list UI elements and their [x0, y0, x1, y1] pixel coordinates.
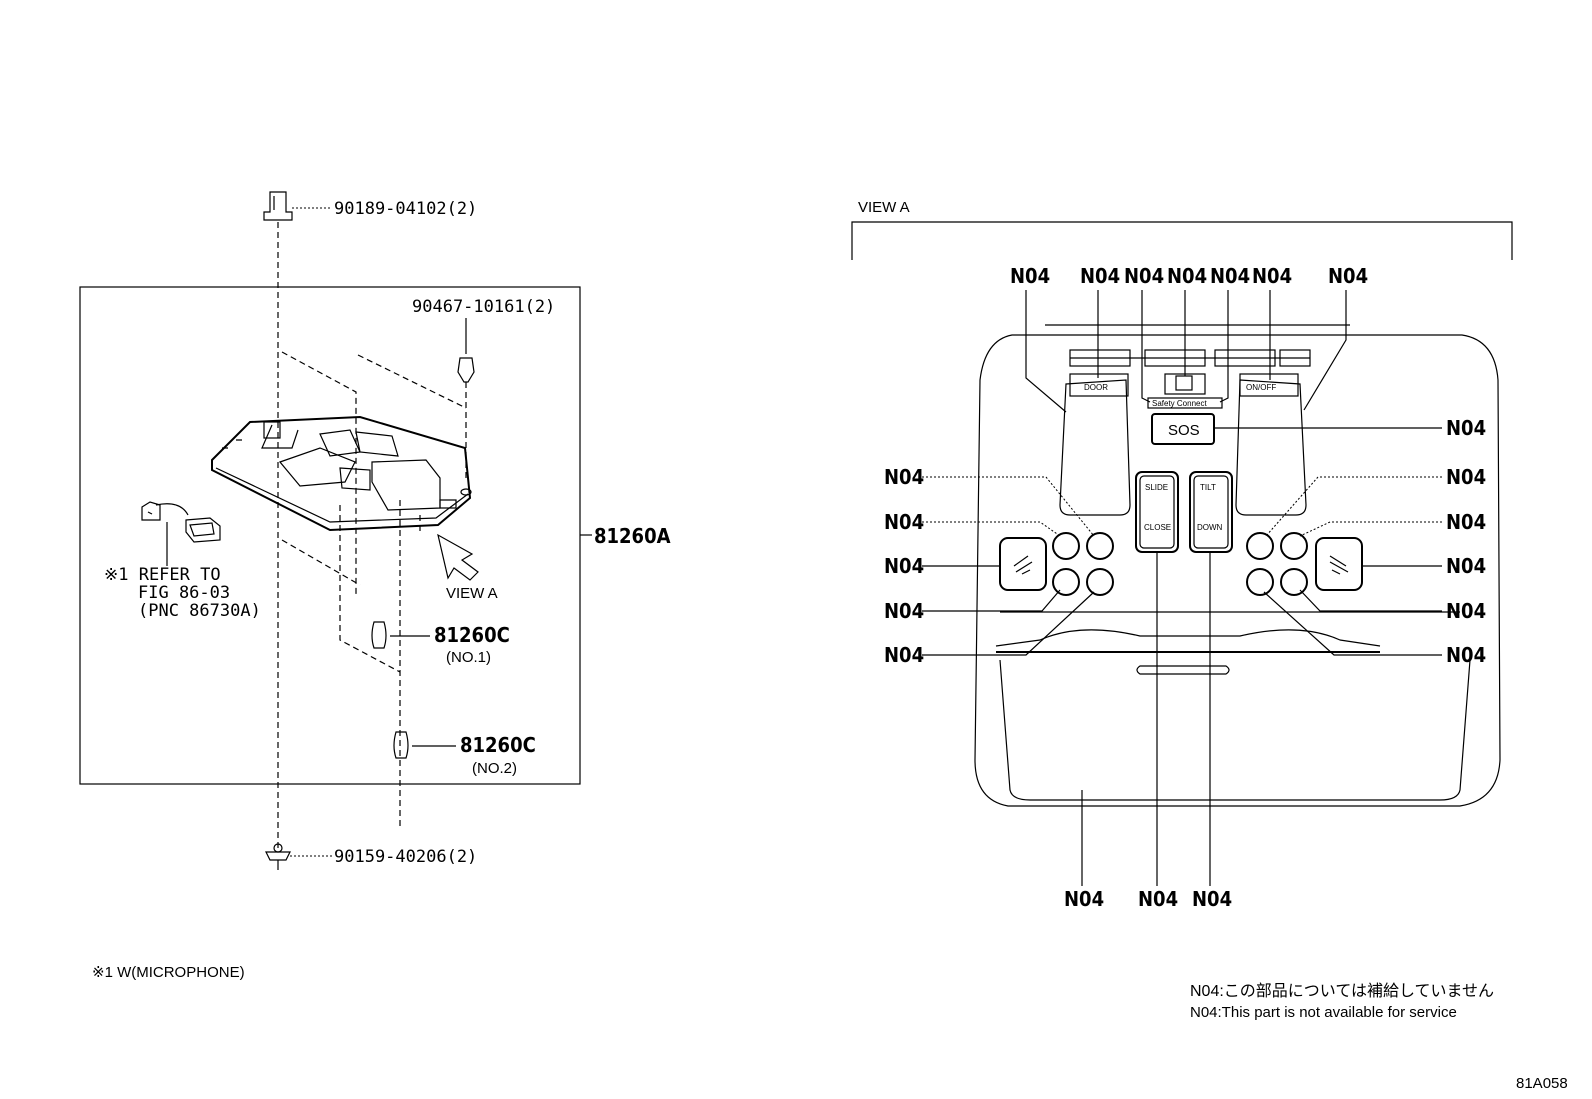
- n04-left-1: N04: [884, 465, 924, 489]
- round-button[interactable]: [1086, 532, 1114, 560]
- sunglass-holder: [999, 659, 1471, 801]
- onoff-switch-label: ON/OFF: [1246, 383, 1276, 392]
- round-button[interactable]: [1246, 568, 1274, 596]
- right-spot-switch[interactable]: [1315, 537, 1363, 591]
- label-no2: (NO.2): [472, 760, 517, 777]
- n04-top-7: N04: [1328, 264, 1368, 288]
- n04-right-3: N04: [1446, 554, 1486, 578]
- exploded-view: 81260A 90189-04102(2) 90467-10161(2): [79, 191, 671, 870]
- left-spot-switch[interactable]: [999, 537, 1047, 591]
- n04-left-3: N04: [884, 554, 924, 578]
- label-90467-10161: 90467-10161(2): [412, 297, 555, 317]
- console-housing: [211, 415, 472, 532]
- view-a-title: VIEW A: [858, 199, 910, 216]
- n04-right-0: N04: [1446, 416, 1486, 440]
- tilt-switch[interactable]: [1189, 471, 1233, 553]
- view-a-bracket: [851, 221, 1513, 260]
- round-button[interactable]: [1052, 568, 1080, 596]
- round-button[interactable]: [1280, 568, 1308, 596]
- legend-en: N04:This part is not available for servi…: [1190, 1004, 1457, 1021]
- round-button[interactable]: [1052, 532, 1080, 560]
- n04-top-6: N04: [1252, 264, 1292, 288]
- n04-right-5: N04: [1446, 643, 1486, 667]
- figure-id: 81A058: [1516, 1075, 1568, 1092]
- console-front-view: DOOR ON/OFF Safety Connect SOS SLIDE CLO…: [974, 324, 1501, 807]
- label-81260c-no2: 81260C: [460, 733, 536, 757]
- n04-top-2: N04: [1080, 264, 1120, 288]
- close-label: CLOSE: [1144, 523, 1171, 532]
- sos-button[interactable]: [1151, 413, 1215, 445]
- right-lamp-lens: [1235, 379, 1307, 516]
- label-no1: (NO.1): [446, 649, 491, 666]
- tilt-label: TILT: [1200, 483, 1216, 492]
- slide-label: SLIDE: [1145, 483, 1168, 492]
- assembly-frame: [79, 286, 581, 785]
- label-81260a: 81260A: [594, 524, 671, 548]
- n04-right-4: N04: [1446, 599, 1486, 623]
- legend-jp: N04:この部品については補給していません: [1190, 983, 1495, 1000]
- label-81260c-no1: 81260C: [434, 623, 510, 647]
- n04-left-2: N04: [884, 510, 924, 534]
- n04-callouts: N04 N04 N04 N04 N04 N04 N04 N04 N04 N04 …: [884, 264, 1486, 911]
- n04-bottom-1: N04: [1064, 887, 1104, 911]
- view-a-pointer-label: VIEW A: [446, 585, 498, 602]
- round-button[interactable]: [1280, 532, 1308, 560]
- n04-bottom-3: N04: [1192, 887, 1232, 911]
- n04-left-4: N04: [884, 599, 924, 623]
- n04-left-5: N04: [884, 643, 924, 667]
- footnote-microphone: ※1 W(MICROPHONE): [92, 964, 245, 981]
- down-label: DOWN: [1197, 523, 1223, 532]
- n04-top-4: N04: [1167, 264, 1207, 288]
- refer-line-1: ※1 REFER TO: [104, 565, 221, 585]
- safety-connect-label: Safety Connect: [1152, 399, 1207, 408]
- left-lamp-lens: [1059, 379, 1131, 516]
- n04-top-5: N04: [1210, 264, 1250, 288]
- bulb-no2-icon: [393, 731, 409, 759]
- bulb-no1-icon: [371, 621, 387, 649]
- label-90159-40206: 90159-40206(2): [334, 847, 477, 867]
- microphone-wire-icon: [141, 501, 221, 566]
- sos-label: SOS: [1168, 422, 1200, 439]
- round-buttons: [1052, 532, 1308, 596]
- door-switch-label: DOOR: [1084, 383, 1108, 392]
- label-90189-04102: 90189-04102(2): [334, 199, 477, 219]
- n04-right-2: N04: [1446, 510, 1486, 534]
- n04-top-1: N04: [1010, 264, 1050, 288]
- round-button[interactable]: [1246, 532, 1274, 560]
- refer-line-2: FIG 86-03: [138, 583, 230, 603]
- n04-right-1: N04: [1446, 465, 1486, 489]
- refer-line-3: (PNC 86730A): [138, 601, 261, 621]
- clip-top-icon: [263, 191, 293, 221]
- screw-icon: [265, 843, 291, 870]
- n04-bottom-2: N04: [1138, 887, 1178, 911]
- round-button[interactable]: [1086, 568, 1114, 596]
- view-a-arrow-icon: [437, 533, 479, 581]
- view-a-section: VIEW A DOOR ON/OFF Safety Connect: [851, 199, 1513, 911]
- n04-top-3: N04: [1124, 264, 1164, 288]
